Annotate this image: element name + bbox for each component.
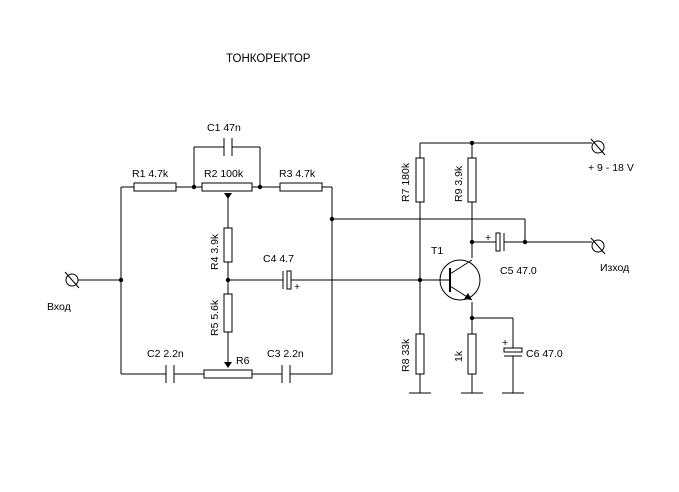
- label-t1: T1: [431, 245, 443, 257]
- label-c3: C3 2.2n: [267, 348, 304, 360]
- potentiometer-r2: [201, 182, 253, 199]
- polarity-mark-c6: +: [502, 337, 508, 349]
- capacitor-c5: [495, 232, 505, 252]
- terminal-output-label: Изход: [600, 262, 629, 274]
- junction-dots: [118, 140, 528, 321]
- capacitor-c6: [503, 347, 523, 357]
- capacitor-c2: [165, 365, 175, 383]
- capacitor-c3: [281, 365, 291, 383]
- label-c4: C4 4.7: [263, 253, 294, 265]
- capacitor-c4: [282, 270, 292, 290]
- label-r5: R5 5.6k: [209, 299, 221, 336]
- resistor-r7: [415, 157, 425, 203]
- resistor-r9: [467, 157, 477, 203]
- schematic-title: ТОНКОРЕКТОР: [226, 53, 311, 65]
- polarity-mark-c4: +: [294, 281, 300, 293]
- transistor-t1: [439, 259, 481, 301]
- label-emitter-resistor: 1k: [453, 350, 465, 362]
- resistor-r3: [279, 182, 323, 192]
- label-c2: C2 2.2n: [147, 348, 184, 360]
- label-r6: R6: [236, 355, 250, 367]
- potentiometer-r6: [203, 362, 253, 379]
- capacitor-c1: [223, 138, 233, 156]
- terminal-input-connector: [64, 271, 80, 289]
- label-c6: C6 47.0: [526, 348, 563, 360]
- terminal-output-connector: [590, 237, 606, 255]
- label-r8: R8 33k: [400, 338, 412, 372]
- terminal-supply-connector: [590, 138, 606, 156]
- label-r1: R1 4.7k: [132, 168, 169, 180]
- terminal-input-label: Вход: [47, 301, 71, 313]
- polarity-mark-c5: +: [485, 232, 491, 244]
- resistor-r8: [415, 333, 425, 375]
- resistor-r5: [223, 293, 233, 333]
- label-r2: R2 100k: [204, 168, 244, 180]
- label-r9: R9 3.9k: [453, 165, 465, 202]
- terminal-supply-label: + 9 - 18 V: [588, 162, 634, 174]
- label-r4: R4 3.9k: [209, 233, 221, 270]
- resistor-r4: [223, 227, 233, 263]
- label-c5: C5 47.0: [500, 265, 537, 277]
- resistor-r1: [133, 182, 177, 192]
- label-r3: R3 4.7k: [279, 168, 316, 180]
- resistor-emitter: [467, 333, 477, 375]
- label-r7: R7 180k: [400, 162, 412, 202]
- label-c1: C1 47n: [207, 122, 241, 134]
